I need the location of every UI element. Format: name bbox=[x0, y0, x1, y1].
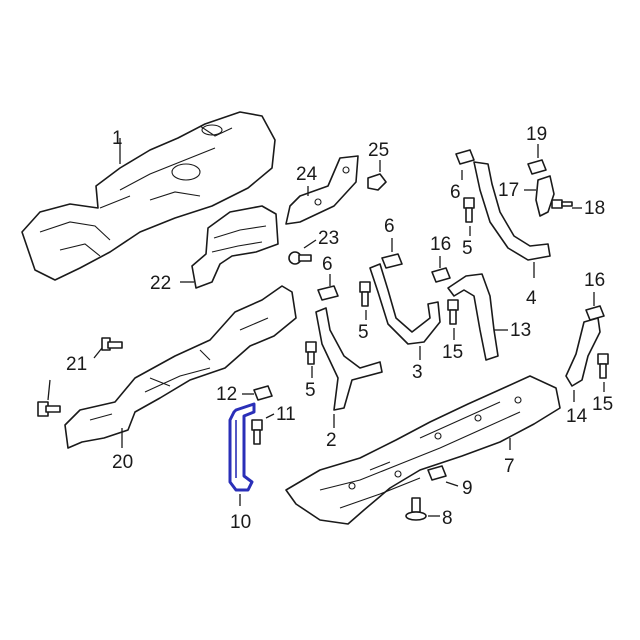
skid-plate-part-7[interactable]: 7 bbox=[285, 375, 561, 525]
callout-19: 19 bbox=[526, 124, 547, 145]
callout-16-right: 16 bbox=[584, 270, 605, 291]
callout-5-center: 5 bbox=[358, 322, 369, 343]
bolt-part-15-right[interactable]: 15 bbox=[592, 353, 613, 415]
callout-14: 14 bbox=[566, 406, 588, 427]
callout-2: 2 bbox=[326, 430, 337, 451]
callout-12: 12 bbox=[216, 384, 237, 405]
clip-part-19[interactable]: 19 bbox=[526, 124, 547, 175]
callout-5-left: 5 bbox=[305, 380, 316, 401]
callout-1: 1 bbox=[112, 128, 123, 149]
clip-part-16-right[interactable]: 16 bbox=[584, 270, 605, 321]
clip-part-16-center[interactable]: 16 bbox=[430, 234, 451, 283]
strap-part-14[interactable]: 14 bbox=[565, 317, 601, 427]
strap-part-2[interactable]: 2 bbox=[315, 307, 383, 451]
callout-22: 22 bbox=[150, 273, 171, 294]
rear-shield-part-20[interactable]: 20 bbox=[64, 285, 297, 473]
callout-7: 7 bbox=[504, 456, 515, 477]
callout-6-left: 6 bbox=[322, 254, 333, 275]
callout-11: 11 bbox=[276, 404, 296, 425]
strap-part-4[interactable]: 4 bbox=[473, 161, 551, 309]
bolt-part-5-right[interactable]: 5 bbox=[462, 197, 475, 259]
bracket-part-17[interactable]: 17 bbox=[498, 175, 555, 217]
bolt-part-23[interactable]: 23 bbox=[288, 228, 339, 265]
callout-25: 25 bbox=[368, 140, 389, 161]
bolt-part-21-lower[interactable] bbox=[37, 379, 61, 417]
callout-3: 3 bbox=[412, 362, 423, 383]
bolt-part-5-center[interactable]: 5 bbox=[358, 281, 371, 343]
strap-part-10-highlighted[interactable]: 10 bbox=[228, 402, 256, 533]
callout-4: 4 bbox=[526, 288, 537, 309]
callout-6-center: 6 bbox=[384, 216, 395, 237]
callout-15-right: 15 bbox=[592, 394, 613, 415]
callout-20: 20 bbox=[112, 452, 133, 473]
bolt-part-15-center[interactable]: 15 bbox=[442, 299, 463, 363]
strap-part-13[interactable]: 13 bbox=[447, 273, 531, 361]
clip-part-6-right[interactable]: 6 bbox=[450, 149, 475, 203]
callout-9: 9 bbox=[462, 478, 473, 499]
callout-18: 18 bbox=[584, 198, 605, 219]
callout-10: 10 bbox=[230, 512, 251, 533]
bolt-part-11[interactable]: 11 bbox=[251, 404, 296, 445]
bolt-part-18[interactable]: 18 bbox=[551, 198, 605, 219]
clip-part-6-center[interactable]: 6 bbox=[381, 216, 403, 269]
callout-5-right: 5 bbox=[462, 238, 473, 259]
nut-part-25[interactable]: 25 bbox=[367, 140, 389, 191]
clip-part-12[interactable]: 12 bbox=[216, 384, 273, 405]
callout-6-right: 6 bbox=[450, 182, 461, 203]
bolt-part-8[interactable]: 8 bbox=[405, 497, 453, 529]
callout-15-center: 15 bbox=[442, 342, 463, 363]
strap-part-3[interactable]: 3 bbox=[369, 263, 441, 383]
callout-13: 13 bbox=[510, 320, 531, 341]
callout-16-center: 16 bbox=[430, 234, 451, 255]
heat-shield-part-22[interactable]: 22 bbox=[150, 205, 279, 294]
bolt-part-5-left[interactable]: 5 bbox=[305, 341, 317, 401]
clip-part-6-left[interactable]: 6 bbox=[317, 254, 339, 301]
bracket-part-24[interactable]: 24 bbox=[285, 155, 359, 225]
fuel-tank-part-1[interactable]: 1 bbox=[21, 111, 276, 281]
callout-23: 23 bbox=[318, 228, 339, 249]
callout-17: 17 bbox=[498, 180, 519, 201]
clip-part-9[interactable]: 9 bbox=[427, 465, 473, 499]
callout-24: 24 bbox=[296, 164, 318, 185]
callout-8: 8 bbox=[442, 508, 453, 529]
bolt-part-21-upper[interactable]: 21 bbox=[66, 337, 123, 375]
callout-21: 21 bbox=[66, 354, 87, 375]
